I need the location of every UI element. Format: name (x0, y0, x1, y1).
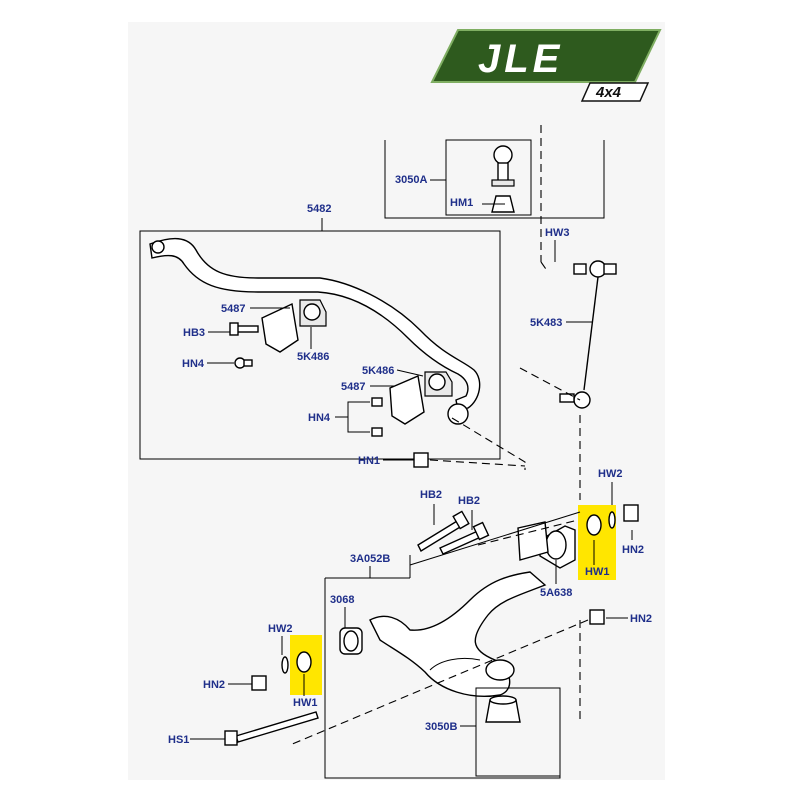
link-icon (603, 263, 617, 275)
label-hw3: HW3 (545, 227, 569, 239)
label-5k486-a: 5K486 (297, 351, 329, 363)
label-hw1-a: HW1 (585, 566, 609, 578)
nut-hn1-icon (413, 452, 429, 468)
label-5487-a: 5487 (221, 303, 245, 315)
label-5a638: 5A638 (540, 587, 572, 599)
label-3050b: 3050B (425, 721, 457, 733)
logo-sub-text: 4x4 (595, 84, 622, 101)
label-hb2-a: HB2 (420, 489, 442, 501)
label-5k483: 5K483 (530, 317, 562, 329)
nut-hn2-b-icon (589, 609, 605, 625)
upper-ball-joint-group: 3050A HM1 (384, 139, 605, 219)
logo-dark-tag (580, 82, 650, 102)
label-3a052b: 3A052B (350, 553, 390, 565)
stabilizer-bar-icon (149, 237, 481, 411)
clamp-icon (261, 302, 299, 353)
label-hn4-b: HN4 (308, 412, 331, 424)
label-hn1: HN1 (358, 455, 380, 467)
label-hb2-b: HB2 (458, 495, 480, 507)
bolt-icon (235, 325, 259, 333)
label-5482: 5482 (307, 203, 331, 215)
stabilizer-link-group: HW3 5K483 (530, 227, 617, 409)
label-3068: 3068 (330, 594, 354, 606)
label-hn2-a: HN2 (622, 544, 644, 556)
label-hb3: HB3 (183, 327, 205, 339)
label-hs1: HS1 (168, 734, 189, 746)
label-5k486-b: 5K486 (362, 365, 394, 377)
label-hw2-a: HW2 (598, 468, 622, 480)
label-5487-b: 5487 (341, 381, 365, 393)
logo-brand-text: JLE (478, 37, 563, 81)
jle-4x4-logo: JLE 4x4 (430, 29, 662, 102)
nut-hn2-a-icon (623, 504, 639, 522)
label-hn4-a: HN4 (182, 358, 205, 370)
label-hn2-b: HN2 (630, 613, 652, 625)
label-hn2-c: HN2 (203, 679, 225, 691)
stabilizer-bar-group: 5482 5487 HB3 5K486 HN4 5K486 54 (139, 203, 501, 460)
nut-hn2-c-icon (251, 675, 267, 691)
label-3050a: 3050A (395, 174, 427, 186)
washer-icon (586, 514, 602, 536)
logo-green-plate (430, 29, 662, 83)
label-hw2-b: HW2 (268, 623, 292, 635)
label-hm1: HM1 (450, 197, 473, 209)
ball-joint-icon (493, 145, 513, 165)
label-hw1-b: HW1 (293, 697, 317, 709)
